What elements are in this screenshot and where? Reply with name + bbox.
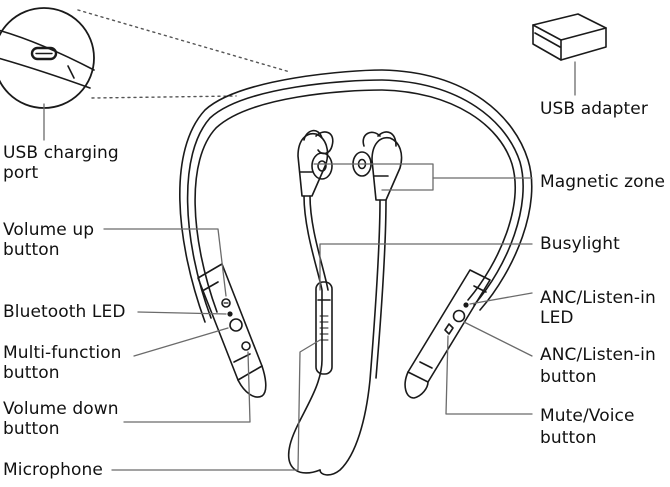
leader-anc-led: [469, 292, 533, 305]
label-multi-function-line2: button: [3, 363, 60, 383]
usb-port-zoom-inset: [0, 7, 95, 109]
leader-microphone: [111, 339, 321, 471]
leader-mute-voice: [445, 335, 533, 415]
label-anc-led-line2: LED: [540, 308, 574, 328]
anc-button-icon: [452, 309, 466, 323]
anc-led-icon: [463, 302, 469, 308]
label-volume-down-line2: button: [3, 419, 60, 439]
leader-busylight: [319, 243, 533, 291]
volume-up-button-icon: [221, 298, 231, 308]
label-volume-up-line2: button: [3, 240, 60, 260]
mute-button-icon: [444, 323, 454, 335]
label-volume-up-line1: Volume up: [3, 220, 95, 240]
zoom-leader-top: [77, 9, 291, 73]
leader-multi-function: [133, 327, 229, 357]
multi-function-button-icon: [229, 318, 243, 332]
label-magnetic-zone: Magnetic zone: [540, 172, 666, 192]
leader-volume-up: [103, 228, 227, 297]
volume-down-button-icon: [241, 341, 251, 351]
label-anc-led-line1: ANC/Listen-in: [540, 288, 656, 308]
label-usb-adapter: USB adapter: [540, 99, 648, 119]
leader-bluetooth-led: [137, 311, 227, 315]
inline-remote: [315, 281, 333, 375]
usb-adapter-icon: [532, 13, 607, 61]
leader-anc-button: [463, 321, 533, 357]
label-busylight: Busylight: [540, 234, 620, 254]
neckband: [179, 69, 533, 399]
left-earbud-icon: [297, 129, 334, 197]
earbud-cables: [287, 195, 387, 476]
label-anc-button-line1: ANC/Listen-in: [540, 345, 656, 365]
label-microphone: Microphone: [3, 460, 103, 480]
leader-magnetic-zone: [313, 163, 434, 191]
label-bluetooth-led: Bluetooth LED: [3, 302, 126, 322]
label-usb-charging-port-line2: port: [3, 163, 39, 183]
label-usb-charging-port-line1: USB charging: [3, 143, 119, 163]
bluetooth-led-icon: [227, 311, 233, 317]
label-mute-voice-line1: Mute/Voice: [540, 406, 635, 426]
leader-lines: [43, 61, 576, 471]
leader-volume-down: [123, 351, 251, 423]
label-anc-button-line2: button: [540, 367, 597, 387]
label-volume-down-line1: Volume down: [3, 399, 119, 419]
label-mute-voice-line2: button: [540, 428, 597, 448]
label-multi-function-line1: Multi-function: [3, 343, 122, 363]
usb-port-icon: [30, 46, 58, 61]
zoom-leader-bottom: [91, 95, 237, 99]
